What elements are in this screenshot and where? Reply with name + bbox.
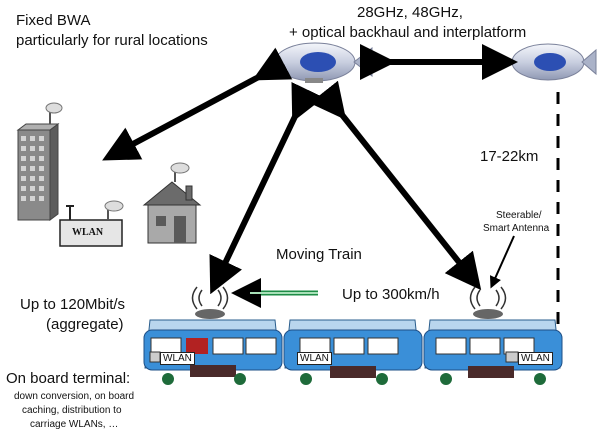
haps-airship-left [274,42,373,83]
antenna-signal-left [191,286,229,310]
wlan-car-3-label: WLAN [518,352,553,365]
house [142,162,202,244]
data-rate-aggregate: (aggregate) [46,316,124,333]
train-link-arrow-left [209,82,324,295]
wlan-base-station [59,200,124,247]
antenna-pointer-arrow [489,235,515,289]
wlan-base-label: WLAN [72,227,104,238]
wlan-car-1-label: WLAN [160,352,195,365]
fixed-bwa-title: Fixed BWA [16,12,91,29]
antenna-label-line2: Smart Antenna [483,223,550,234]
speed-label: Up to 300km/h [342,286,440,303]
fixed-bwa-subtitle: particularly for rural locations [16,32,208,49]
train-link-arrow-right [309,80,482,291]
moving-train-label: Moving Train [276,246,362,263]
fixed-bwa-link-arrow [102,47,293,161]
antenna-label-line1: Steerable/ [496,210,542,221]
train-car-1 [143,309,283,385]
altitude-label: 17-22km [480,148,539,165]
train [143,309,563,385]
data-rate-label: Up to 120Mbit/s [20,296,126,313]
terminal-desc-1: down conversion, on board [14,391,135,402]
antenna-signal-right [469,286,507,310]
office-building [16,102,63,221]
train-car-3 [423,309,563,385]
backhaul-label: + optical backhaul and interplatform [289,24,527,41]
haps-airship-right [511,43,597,81]
wlan-car-2-label: WLAN [297,352,332,365]
terminal-desc-3: carriage WLANs, … [30,419,119,430]
terminal-title: On board terminal: [6,370,131,387]
frequency-label: 28GHz, 48GHz, [357,4,463,21]
terminal-desc-2: caching, distribution to [22,405,122,416]
